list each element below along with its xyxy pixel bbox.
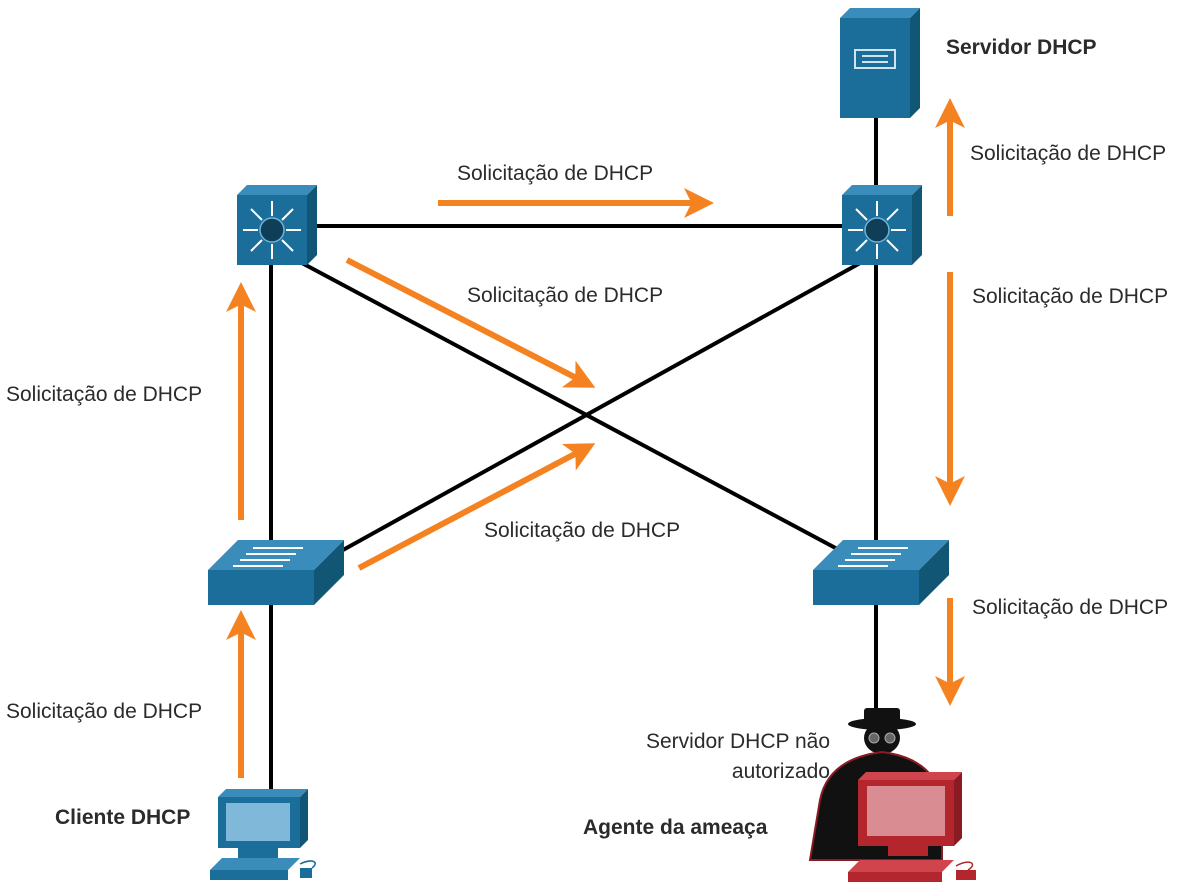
multilayer-switch-icon xyxy=(842,185,922,265)
rogue-server-label-line2: autorizado xyxy=(732,760,830,783)
flow-label-core-right-to-server: Solicitação de DHCP xyxy=(970,142,1166,165)
threat-actor: Agente da ameaça xyxy=(583,772,976,882)
flow-label-client-to-access: Solicitação de DHCP xyxy=(6,700,202,723)
request-arrows xyxy=(226,98,965,778)
arrow-core-left-to-access-right xyxy=(345,257,596,388)
flow-label-access-left-to-core-right: Solicitação de DHCP xyxy=(484,519,680,542)
dhcp-client-label: Cliente DHCP xyxy=(55,806,190,829)
pc-icon xyxy=(210,789,316,880)
flow-label-core-left-to-core-right: Solicitação de DHCP xyxy=(457,162,653,185)
dhcp-server: Servidor DHCP xyxy=(840,8,1097,118)
dhcp-server-label: Servidor DHCP xyxy=(946,36,1097,59)
switch-top-left xyxy=(237,185,317,265)
multilayer-switch-icon xyxy=(237,185,317,265)
arrow-access-left-to-core-right xyxy=(357,443,596,571)
flow-labels: Solicitação de DHCP Solicitação de DHCP … xyxy=(6,142,1168,723)
threat-actor-label: Agente da ameaça xyxy=(583,816,768,839)
red-pc-icon xyxy=(848,772,976,882)
flow-label-core-right-to-access-right: Solicitação de DHCP xyxy=(972,285,1168,308)
rogue-server-label-line1: Servidor DHCP não xyxy=(646,730,830,753)
flow-label-core-left-to-access-right: Solicitação de DHCP xyxy=(467,284,663,307)
link-core-left-access-right xyxy=(299,260,844,554)
link-core-right-access-left xyxy=(342,260,863,552)
dhcp-client: Cliente DHCP xyxy=(55,789,316,880)
switch-bottom-right xyxy=(813,540,949,605)
server-icon xyxy=(840,8,920,118)
switch-icon xyxy=(813,540,949,605)
switch-top-right xyxy=(842,185,922,265)
flow-label-access-to-core-left: Solicitação de DHCP xyxy=(6,383,202,406)
switch-icon xyxy=(208,540,344,605)
flow-label-access-right-to-rogue: Solicitação de DHCP xyxy=(972,596,1168,619)
links xyxy=(269,118,878,790)
switch-bottom-left xyxy=(208,540,344,605)
